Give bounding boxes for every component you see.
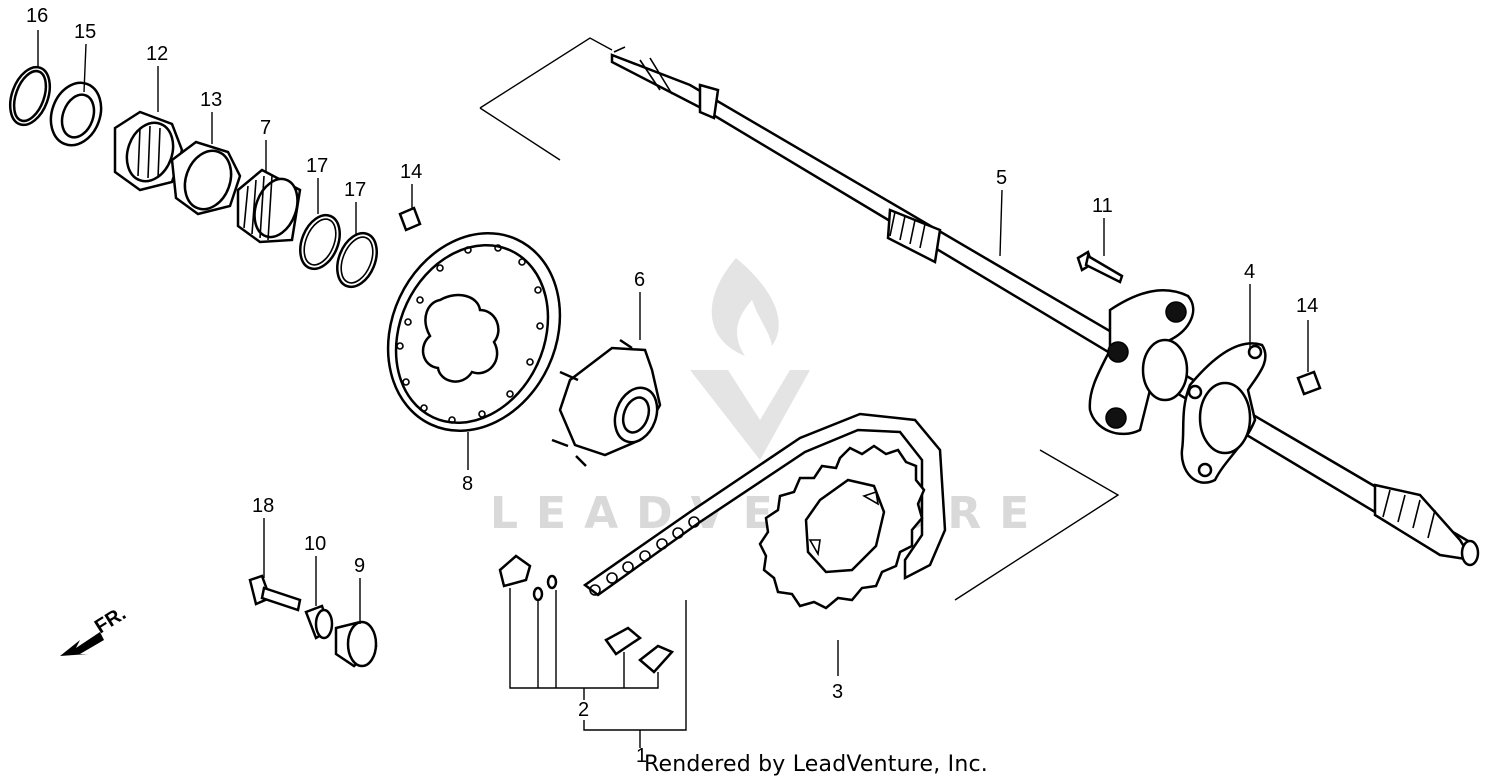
master-link-parts	[498, 554, 675, 674]
rear-sprocket	[758, 444, 926, 610]
nut-14-right	[1296, 370, 1322, 396]
axle-hub	[1088, 289, 1195, 436]
o-ring-17b	[336, 231, 378, 289]
circlip-16	[8, 65, 52, 127]
callout-5: 5	[996, 167, 1007, 189]
callout-16: 16	[26, 5, 48, 27]
callout-8: 8	[462, 473, 473, 495]
callout-17b: 17	[344, 179, 366, 201]
callout-7: 7	[260, 117, 271, 139]
o-ring-17a	[299, 213, 341, 271]
leader-lines	[37, 30, 1309, 748]
callout-18: 18	[252, 495, 274, 517]
collar-10	[304, 604, 334, 640]
drive-chain	[582, 412, 947, 597]
watermark-v-icon	[690, 370, 810, 460]
lock-nut-12	[113, 110, 184, 192]
callout-9: 9	[354, 555, 365, 577]
callout-1: 1	[636, 745, 647, 767]
callout-12: 12	[146, 43, 168, 65]
callout-10: 10	[304, 533, 326, 555]
callout-14a: 14	[400, 161, 422, 183]
callout-14b: 14	[1296, 295, 1318, 317]
lock-nut-13	[170, 140, 242, 216]
callouts: 16 15 12 13 7 17 17 14 8 6 5 11 4 14 18 …	[26, 5, 1318, 767]
callout-17a: 17	[306, 155, 328, 177]
brake-hub	[551, 338, 662, 467]
watermark-flame-icon	[711, 258, 779, 356]
callout-2: 2	[578, 699, 589, 721]
footer-credit: Rendered by LeadVenture, Inc.	[644, 752, 988, 777]
callout-15: 15	[74, 21, 96, 43]
spacer-9	[334, 620, 378, 668]
callout-3: 3	[832, 681, 843, 703]
sprocket-flange	[1180, 342, 1267, 484]
callout-6: 6	[634, 269, 645, 291]
callout-4: 4	[1244, 261, 1255, 283]
seal-15	[49, 81, 103, 147]
nut-14-left	[398, 206, 422, 232]
bolt-18	[248, 574, 302, 612]
rear-axle	[610, 46, 1480, 567]
callout-13: 13	[200, 89, 222, 111]
bolt-11	[1076, 250, 1124, 284]
brake-disc	[386, 232, 562, 432]
direction-label: FR.	[91, 603, 130, 639]
bearing-7	[236, 168, 302, 244]
front-direction-arrow-icon: FR.	[60, 603, 130, 656]
callout-11: 11	[1092, 195, 1113, 217]
